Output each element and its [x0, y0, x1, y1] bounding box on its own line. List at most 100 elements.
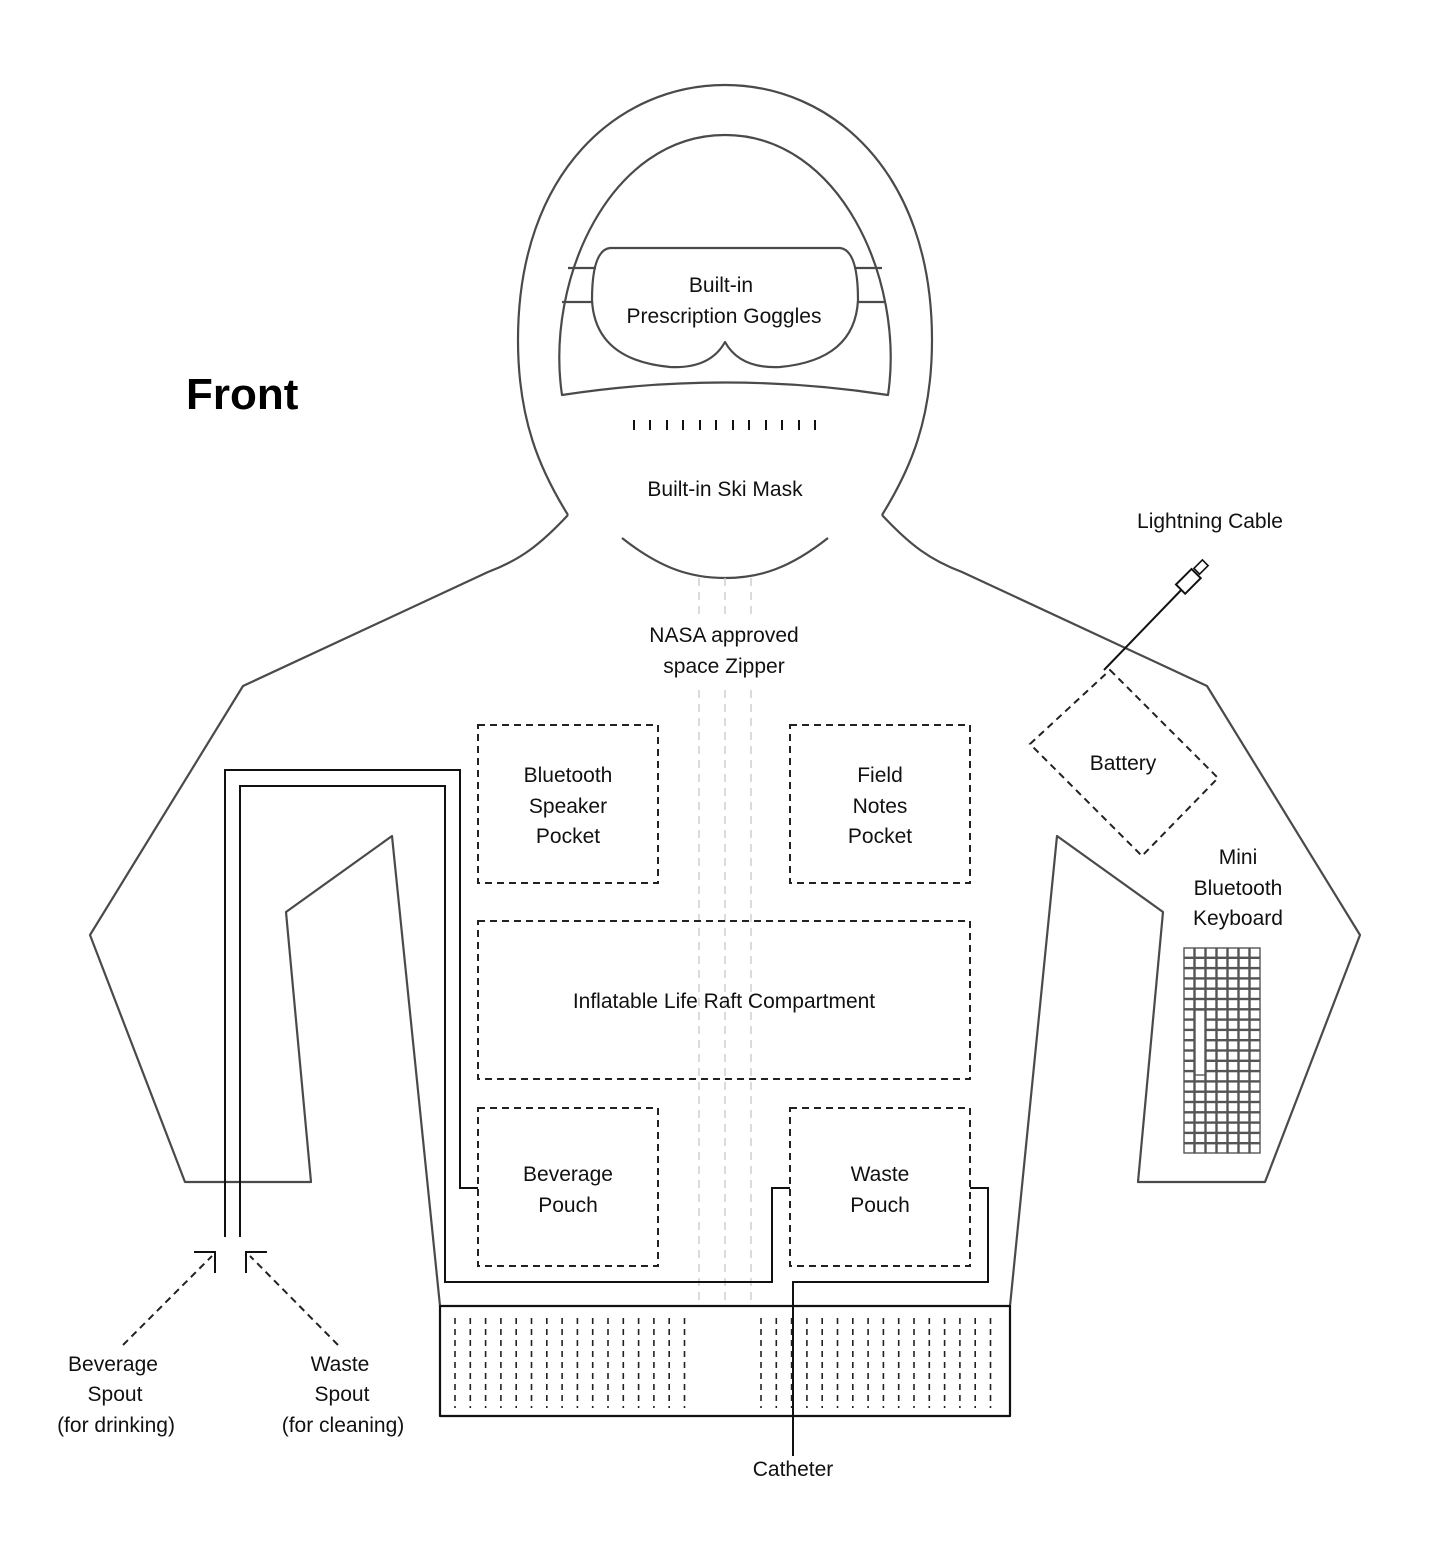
waste-pouch: [789, 1107, 971, 1267]
keyboard-key: [1249, 967, 1261, 979]
field-notes-pocket-label-line1: Field: [857, 764, 903, 787]
keyboard-key: [1183, 1122, 1195, 1134]
keyboard-key: [1205, 1091, 1217, 1103]
keyboard-key: [1227, 1091, 1239, 1103]
keyboard-key: [1227, 1112, 1239, 1123]
keyboard-key: [1183, 957, 1195, 969]
waistband: [438, 1304, 1012, 1418]
keyboard-key: [1216, 1081, 1228, 1092]
keyboard-key: [1183, 1039, 1195, 1051]
keyboard-key: [1194, 1091, 1206, 1103]
face-opening: [558, 133, 892, 397]
keyboard-key: [1205, 1070, 1217, 1082]
keyboard-key: [1205, 1122, 1217, 1134]
keyboard-key: [1249, 998, 1261, 1010]
keyboard-key: [1216, 978, 1228, 989]
keyboard-key: [1205, 1132, 1217, 1144]
keyboard-label-line2: Bluetooth: [1194, 877, 1283, 900]
keyboard-key: [1183, 988, 1195, 1000]
waste-spout-arrow: [245, 1251, 339, 1346]
keyboard-key: [1227, 978, 1239, 989]
keyboard-key: [1205, 988, 1217, 1000]
keyboard-key: [1238, 1132, 1250, 1144]
keyboard-key: [1183, 1050, 1195, 1062]
keyboard-key: [1227, 1009, 1239, 1020]
keyboard-key: [1238, 1029, 1250, 1041]
keyboard-key: [1194, 998, 1206, 1010]
keyboard-key: [1216, 1091, 1228, 1103]
keyboard-key: [1249, 1029, 1261, 1041]
keyboard-key: [1205, 1112, 1217, 1123]
field-notes-pocket-label-line2: Notes: [853, 795, 908, 818]
goggle-strap-left: [562, 266, 596, 304]
waistband-ribs: [454, 1318, 992, 1408]
keyboard-key: [1238, 988, 1250, 1000]
keyboard-key: [1205, 998, 1217, 1010]
keyboard-key: [1183, 1132, 1195, 1144]
ski-mask-ticks: [633, 420, 816, 430]
keyboard-key: [1216, 1070, 1228, 1082]
keyboard-key: [1216, 947, 1228, 959]
beverage-tube: [224, 769, 478, 1237]
keyboard-key: [1205, 1050, 1217, 1062]
lightning-cable: [1103, 558, 1210, 671]
keyboard-key: [1194, 1081, 1206, 1092]
keyboard-key: [1183, 1070, 1195, 1082]
keyboard-key: [1183, 998, 1195, 1010]
lightning-cable-label: Lightning Cable: [1137, 510, 1283, 533]
keyboard-key: [1183, 1091, 1195, 1103]
beverage-pouch: [477, 1107, 659, 1267]
keyboard-key: [1238, 1019, 1250, 1031]
keyboard-key: [1216, 1122, 1228, 1134]
keyboard-key: [1238, 947, 1250, 959]
mask-chin: [621, 537, 829, 580]
keyboard-key: [1216, 1142, 1228, 1154]
keyboard-key: [1227, 998, 1239, 1010]
keyboard-key: [1205, 1009, 1217, 1020]
keyboard-key: [1238, 1039, 1250, 1051]
keyboard-key: [1205, 1039, 1217, 1051]
keyboard-key: [1238, 1122, 1250, 1134]
keyboard-key: [1183, 1101, 1195, 1113]
keyboard-key: [1249, 1050, 1261, 1062]
waste-tube: [239, 785, 790, 1283]
keyboard-key: [1227, 1101, 1239, 1113]
keyboard-spacebar: [1194, 1009, 1206, 1076]
keyboard-key: [1194, 957, 1206, 969]
hood-outline: [516, 83, 934, 516]
bluetooth-speaker-pocket-label-line3: Pocket: [536, 825, 600, 848]
keyboard-key: [1216, 967, 1228, 979]
zipper: [698, 578, 752, 1306]
keyboard-key: [1227, 988, 1239, 1000]
keyboard-key: [1238, 1070, 1250, 1082]
keyboard-key: [1205, 1019, 1217, 1031]
keyboard-key: [1216, 1112, 1228, 1123]
keyboard-key: [1238, 1101, 1250, 1113]
keyboard-key: [1205, 1142, 1217, 1154]
bluetooth-speaker-pocket: [477, 724, 659, 884]
keyboard-key: [1183, 967, 1195, 979]
keyboard-key: [1183, 947, 1195, 959]
keyboard-key: [1216, 1101, 1228, 1113]
keyboard-key: [1249, 1070, 1261, 1082]
keyboard-key: [1238, 1050, 1250, 1062]
keyboard-label-line1: Mini: [1219, 846, 1258, 869]
keyboard-key: [1194, 1122, 1206, 1134]
keyboard-key: [1238, 998, 1250, 1010]
hoodie-body-outline: [88, 514, 1362, 1307]
keyboard-key: [1249, 1039, 1261, 1051]
keyboard-key: [1227, 1132, 1239, 1144]
keyboard-key: [1227, 1050, 1239, 1062]
keyboard-key: [1216, 1050, 1228, 1062]
keyboard-key: [1227, 957, 1239, 969]
battery-box: [1028, 668, 1220, 858]
keyboard-key: [1216, 1060, 1228, 1072]
keyboard-key: [1194, 967, 1206, 979]
keyboard-key: [1216, 998, 1228, 1010]
keyboard-key: [1249, 1081, 1261, 1092]
goggle-strap-right: [854, 266, 886, 304]
keyboard-key: [1227, 1142, 1239, 1154]
keyboard-key: [1183, 1029, 1195, 1041]
keyboard-key: [1205, 1029, 1217, 1041]
life-raft-compartment: [477, 920, 971, 1080]
